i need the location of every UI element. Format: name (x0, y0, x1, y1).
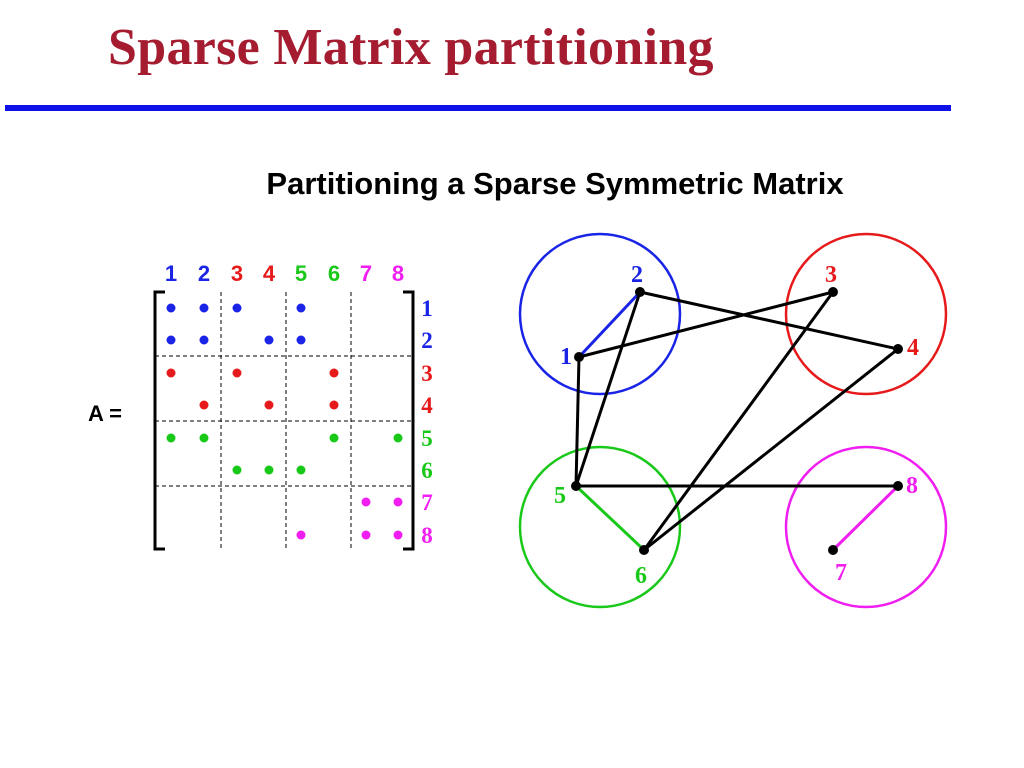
graph-edge (574, 291, 642, 487)
matrix-nonzero-dot (329, 368, 339, 378)
matrix-label: A = (88, 401, 122, 426)
graph-vertex-label: 7 (835, 560, 847, 586)
graph-vertex (828, 287, 838, 297)
figure-caption: Partitioning a Sparse Symmetric Matrix (266, 166, 844, 201)
matrix-nonzero-dot (199, 433, 209, 443)
matrix-nonzero-dot (329, 433, 339, 443)
graph-edge (574, 484, 646, 552)
matrix-nonzero-dot (393, 433, 403, 443)
graph-edge (574, 356, 581, 487)
partition-circle (518, 232, 682, 396)
matrix-column-label: 3 (231, 261, 243, 286)
matrix-column-label: 8 (392, 261, 404, 286)
matrix-right-bracket (403, 290, 415, 551)
matrix-row-label: 2 (421, 328, 433, 353)
matrix-nonzero-dot (264, 335, 274, 345)
graph-vertex-label: 3 (825, 262, 837, 288)
graph-vertex-label: 1 (560, 344, 572, 370)
graph-vertex-label: 4 (907, 335, 919, 361)
matrix-row-label: 4 (421, 393, 433, 418)
matrix-row-label: 8 (421, 523, 433, 548)
matrix-nonzero-dot (296, 530, 306, 540)
graph-vertex (571, 481, 581, 491)
matrix-column-label: 1 (165, 261, 177, 286)
matrix-row-label: 5 (421, 426, 433, 451)
matrix-nonzero-dot (296, 303, 306, 313)
graph-vertex-label: 5 (554, 483, 566, 509)
matrix-nonzero-dot (296, 335, 306, 345)
matrix-nonzero-dot (166, 433, 176, 443)
graph-vertex-label: 8 (906, 473, 918, 499)
matrix-nonzero-dot (199, 335, 209, 345)
matrix-row-label: 3 (421, 361, 433, 386)
matrix-nonzero-dot (393, 497, 403, 507)
matrix-nonzero-dot (166, 303, 176, 313)
partition-graph: 1 2 3 4 5 6 7 8 (518, 232, 948, 609)
partition-circle (518, 445, 682, 609)
graph-edge (831, 484, 900, 552)
graph-edge (643, 347, 899, 552)
matrix-nonzero-dot (361, 530, 371, 540)
matrix-column-label: 5 (295, 261, 307, 286)
title-rule (5, 105, 951, 111)
graph-vertex-label: 2 (631, 262, 643, 288)
graph-vertex (893, 344, 903, 354)
matrix-column-label: 7 (360, 261, 372, 286)
matrix-nonzero-dot (166, 335, 176, 345)
slide-title: Sparse Matrix partitioning (108, 19, 714, 76)
matrix-nonzero-dot (199, 400, 209, 410)
graph-vertex (893, 481, 903, 491)
matrix-nonzero-dot (264, 400, 274, 410)
matrix-row-label: 1 (421, 296, 433, 321)
graph-vertex-label: 6 (635, 563, 647, 589)
matrix-row-label: 7 (421, 490, 433, 515)
matrix-nonzero-dot (264, 465, 274, 475)
partition-circle (784, 445, 948, 609)
matrix-nonzero-dot (232, 465, 242, 475)
partition-circle (784, 232, 948, 396)
matrix-nonzero-dot (329, 400, 339, 410)
matrix-nonzero-dot (232, 303, 242, 313)
matrix-nonzero-dot (166, 368, 176, 378)
matrix-nonzero-dot (296, 465, 306, 475)
matrix-column-label: 2 (198, 261, 210, 286)
matrix-nonzero-dot (393, 530, 403, 540)
graph-edge (642, 291, 835, 551)
graph-vertex (635, 287, 645, 297)
graph-vertex (574, 352, 584, 362)
matrix-row-label: 6 (421, 458, 433, 483)
graph-edge (577, 290, 642, 359)
graph-vertex (828, 545, 838, 555)
graph-edge (578, 290, 834, 359)
matrix-column-label: 4 (263, 261, 276, 286)
graph-edge (639, 290, 899, 351)
matrix-nonzero-dot (361, 497, 371, 507)
matrix-nonzero-dot (232, 368, 242, 378)
matrix-column-label: 6 (328, 261, 340, 286)
graph-vertex (639, 545, 649, 555)
matrix-nonzero-dot (199, 303, 209, 313)
